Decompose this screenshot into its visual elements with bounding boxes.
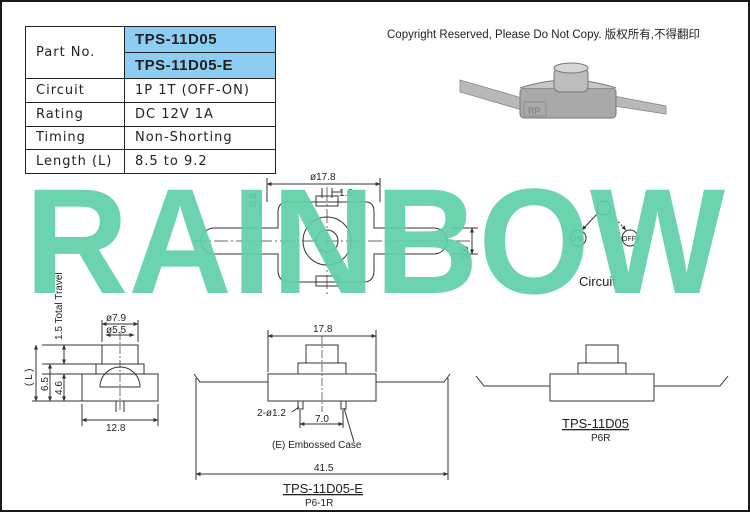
spec-value: DC 12V 1A <box>124 101 276 127</box>
dim-overall-height: 6.5 <box>40 377 51 391</box>
side-view <box>32 320 159 426</box>
dim-lever-span: 41.5 <box>314 463 334 474</box>
part-no-value-2: TPS-11D05-E <box>124 52 276 79</box>
dim-top-diameter: ø17.8 <box>310 172 336 183</box>
dim-front-width: 17.8 <box>313 324 333 335</box>
model-label-standard: TPS-11D05 <box>562 416 629 431</box>
front-view-standard <box>475 344 729 402</box>
circuit-common-terminal-icon <box>596 200 612 216</box>
product-3d-illustration: RP <box>459 62 667 119</box>
spec-row-timing: Timing Non-Shorting <box>25 125 276 151</box>
rainbow-watermark: RAINBOW <box>25 157 725 325</box>
spec-row-circuit: Circuit 1P 1T (OFF-ON) <box>25 78 276 103</box>
circuit-on-label: ON <box>571 236 582 243</box>
circuit-diagram <box>569 200 639 247</box>
spec-label: Length (L) <box>25 149 125 174</box>
dim-top-height: 5.6 <box>460 246 471 260</box>
spec-table: Part No. TPS-11D05 TPS-11D05-E Circuit 1… <box>25 26 276 174</box>
dim-total-travel: 1.5 Total Travel <box>54 272 65 340</box>
dim-length-L: ( L ) <box>24 369 35 386</box>
part-no-label: Part No. <box>25 26 125 79</box>
top-view <box>192 178 478 297</box>
front-view-e <box>193 330 451 480</box>
dim-embossed-case: (E) Embossed Case <box>272 440 362 451</box>
dim-cap-diameter: ø7.9 <box>106 313 126 324</box>
spec-label: Rating <box>25 101 125 127</box>
dim-pin-diameter: 2-ø1.2 <box>257 408 286 419</box>
part-no-value-1: TPS-11D05 <box>124 26 276 53</box>
spec-value: Non-Shorting <box>124 125 276 151</box>
spec-value: 8.5 to 9.2 <box>124 149 276 174</box>
dim-top-slot-width: 1.6 <box>339 188 353 199</box>
copyright-notice: Copyright Reserved, Please Do Not Copy. … <box>387 29 700 41</box>
spec-label: Timing <box>25 125 125 151</box>
model-label-e: TPS-11D05-E <box>283 481 363 496</box>
circuit-caption: Circuit <box>579 274 616 289</box>
circuit-on-terminal-icon <box>569 229 587 247</box>
package-label-standard: P6R <box>591 433 610 444</box>
circuit-off-terminal-icon <box>621 229 639 247</box>
dim-top-slot-depth: 0.8 <box>248 193 259 207</box>
dim-stem-diameter: ø5.5 <box>106 325 126 336</box>
package-label-e: P6-1R <box>305 498 333 509</box>
dim-body-width: 12.8 <box>106 423 126 434</box>
dim-body-height: 4.6 <box>54 381 65 395</box>
spec-value: 1P 1T (OFF-ON) <box>124 78 276 103</box>
spec-row-rating: Rating DC 12V 1A <box>25 101 276 127</box>
spec-row-length: Length (L) 8.5 to 9.2 <box>25 149 276 174</box>
circuit-off-label: OFF <box>622 236 636 243</box>
dim-pin-pitch: 7.0 <box>315 414 329 425</box>
body-marking: RP <box>528 106 541 116</box>
